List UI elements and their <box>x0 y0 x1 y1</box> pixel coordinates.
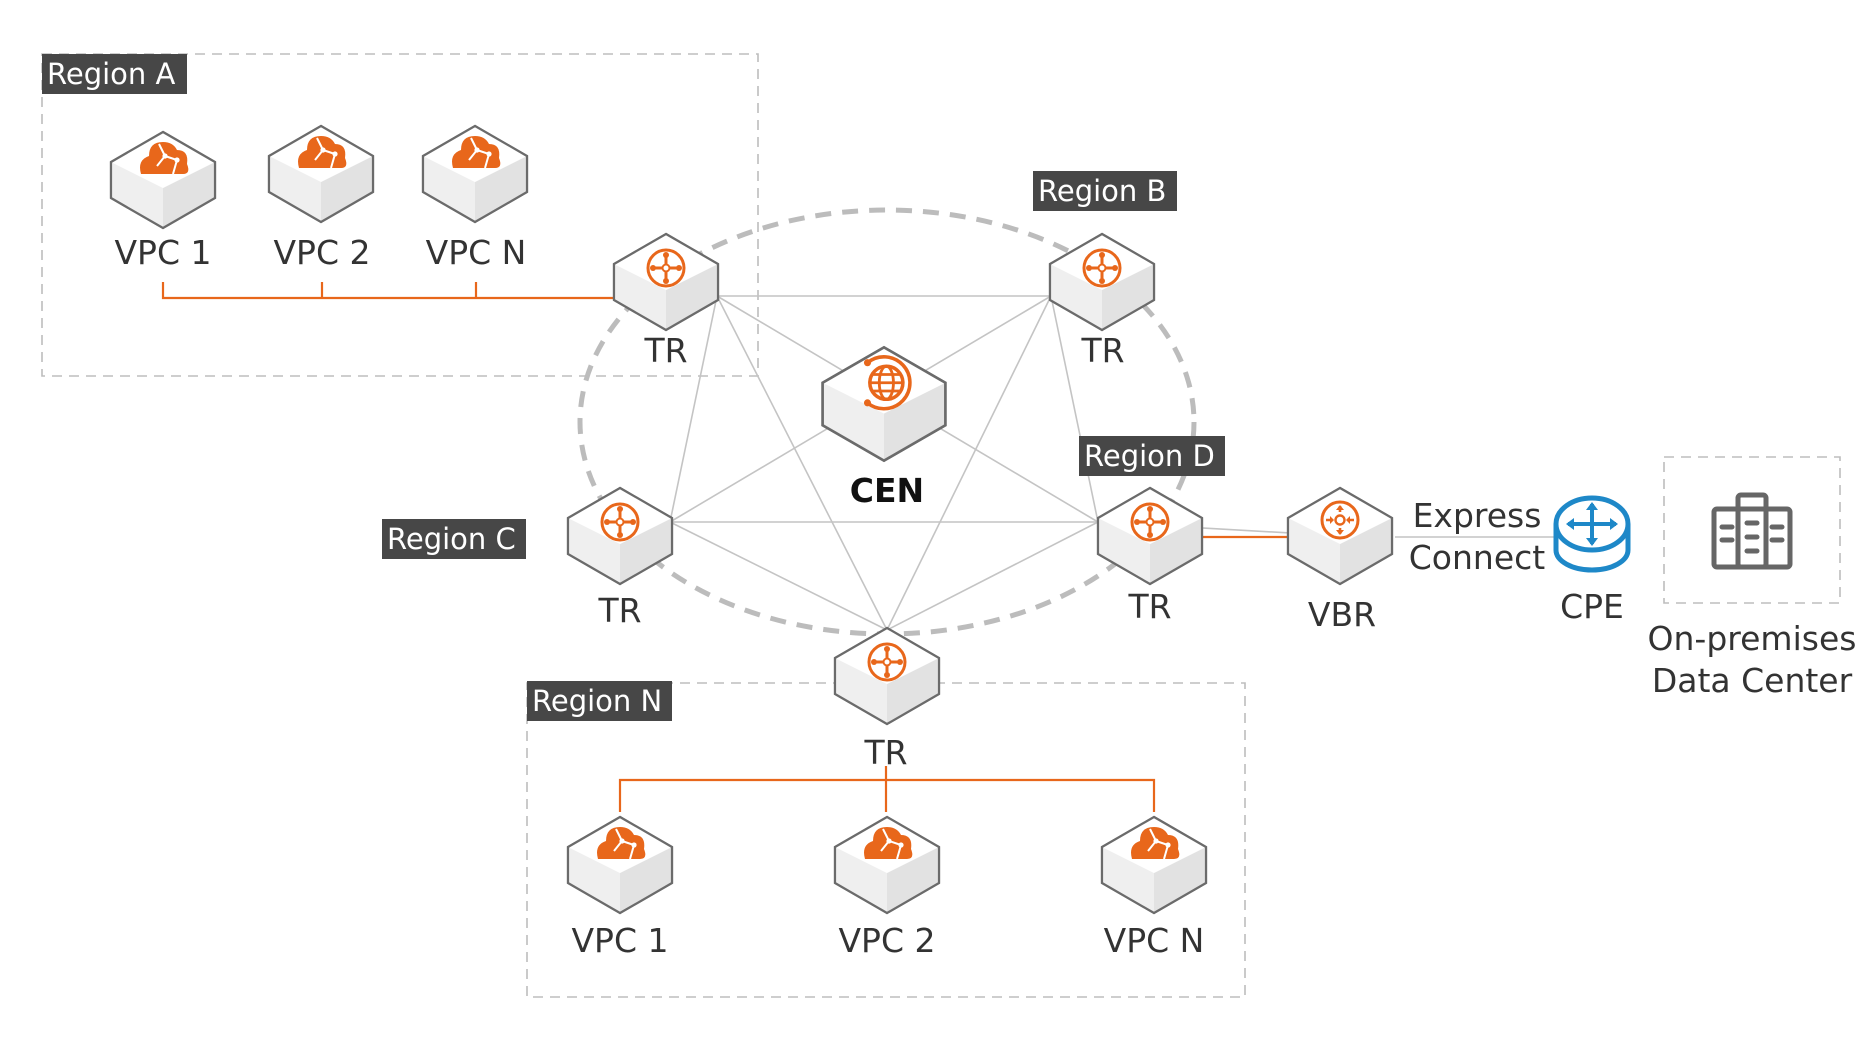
region-a-box <box>41 53 759 377</box>
region-a-vpc-2-label: VPC 2 <box>273 233 370 272</box>
region-a-vpc-1[interactable] <box>109 130 217 230</box>
cpe-node[interactable] <box>1553 495 1631 573</box>
region-n-vpc-2-label: VPC 2 <box>838 921 935 960</box>
cpe-label: CPE <box>1560 587 1624 626</box>
building-icon <box>1711 492 1793 570</box>
datacenter-box <box>1663 456 1841 604</box>
region-a-vpc-1-label: VPC 1 <box>114 233 211 272</box>
region-a-vpc-2[interactable] <box>267 124 375 224</box>
region-d-tag: Region D <box>1079 436 1225 476</box>
region-n-tag: Region N <box>527 681 672 721</box>
region-a-tag: Region A <box>42 54 187 94</box>
vpc-connections <box>161 282 1290 812</box>
tr-region-n[interactable] <box>833 626 941 726</box>
region-c-tag: Region C <box>382 519 526 559</box>
region-a-label: Region A <box>47 57 175 91</box>
express-connect-line1: Express <box>1413 496 1542 535</box>
vbr-label: VBR <box>1308 595 1376 634</box>
tr-region-n-label: TR <box>863 733 907 772</box>
region-d-label: Region D <box>1084 439 1215 473</box>
express-connect-line2: Connect <box>1409 538 1546 577</box>
vbr-node[interactable] <box>1286 486 1394 586</box>
tr-region-a-label: TR <box>643 331 687 370</box>
region-a-vpc-n-label: VPC N <box>426 233 527 272</box>
datacenter-node[interactable] <box>1711 492 1793 570</box>
region-a-vpc-n[interactable] <box>421 124 529 224</box>
region-c-label: Region C <box>387 522 516 556</box>
cen-label: CEN <box>850 471 924 510</box>
region-n-label: Region N <box>532 684 662 718</box>
region-n-vpc-1-label: VPC 1 <box>571 921 668 960</box>
region-n-vpc-n[interactable] <box>1100 815 1208 915</box>
tr-region-a[interactable] <box>612 232 720 332</box>
datacenter-label-line2: Data Center <box>1652 661 1853 700</box>
region-b-label: Region B <box>1038 174 1166 208</box>
tr-region-d[interactable] <box>1096 486 1204 586</box>
region-b-tag: Region B <box>1033 171 1177 211</box>
tr-region-c-label: TR <box>597 591 641 630</box>
datacenter-label-line1: On-premises <box>1648 619 1857 658</box>
region-n-vpc-2[interactable] <box>833 815 941 915</box>
tr-region-c[interactable] <box>566 486 674 586</box>
cen-node[interactable] <box>821 346 947 462</box>
region-n-vpc-n-label: VPC N <box>1104 921 1205 960</box>
tr-region-d-label: TR <box>1127 587 1171 626</box>
region-n-vpc-1[interactable] <box>566 815 674 915</box>
tr-region-b-label: TR <box>1080 331 1124 370</box>
cpe-router-icon <box>1553 495 1631 573</box>
